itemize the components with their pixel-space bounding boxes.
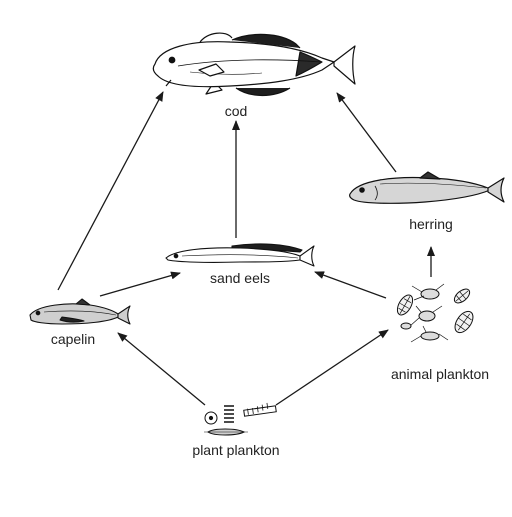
- sand-eel-icon: [165, 243, 315, 267]
- arrow-plantplankton-to-animalplankton: [275, 329, 389, 406]
- label-herring: herring: [409, 216, 453, 232]
- cod-icon: [152, 32, 356, 97]
- arrow-capelin-to-sandeels: [99, 271, 181, 297]
- label-sand-eels: sand eels: [210, 270, 270, 286]
- herring-icon: [349, 171, 505, 204]
- capelin-icon: [29, 298, 131, 325]
- arrow-capelin-to-cod: [57, 91, 164, 291]
- label-capelin: capelin: [51, 331, 95, 347]
- arrow-plantplankton-to-capelin: [117, 332, 206, 406]
- label-animal-plankton: animal plankton: [391, 366, 489, 382]
- label-cod: cod: [225, 103, 248, 119]
- arrow-animalplankton-to-sandeels: [314, 271, 387, 299]
- arrow-herring-to-cod: [336, 92, 397, 173]
- animal-plankton-icon: [396, 283, 474, 343]
- label-plant-plankton: plant plankton: [192, 442, 279, 458]
- plant-plankton-icon: [204, 402, 277, 436]
